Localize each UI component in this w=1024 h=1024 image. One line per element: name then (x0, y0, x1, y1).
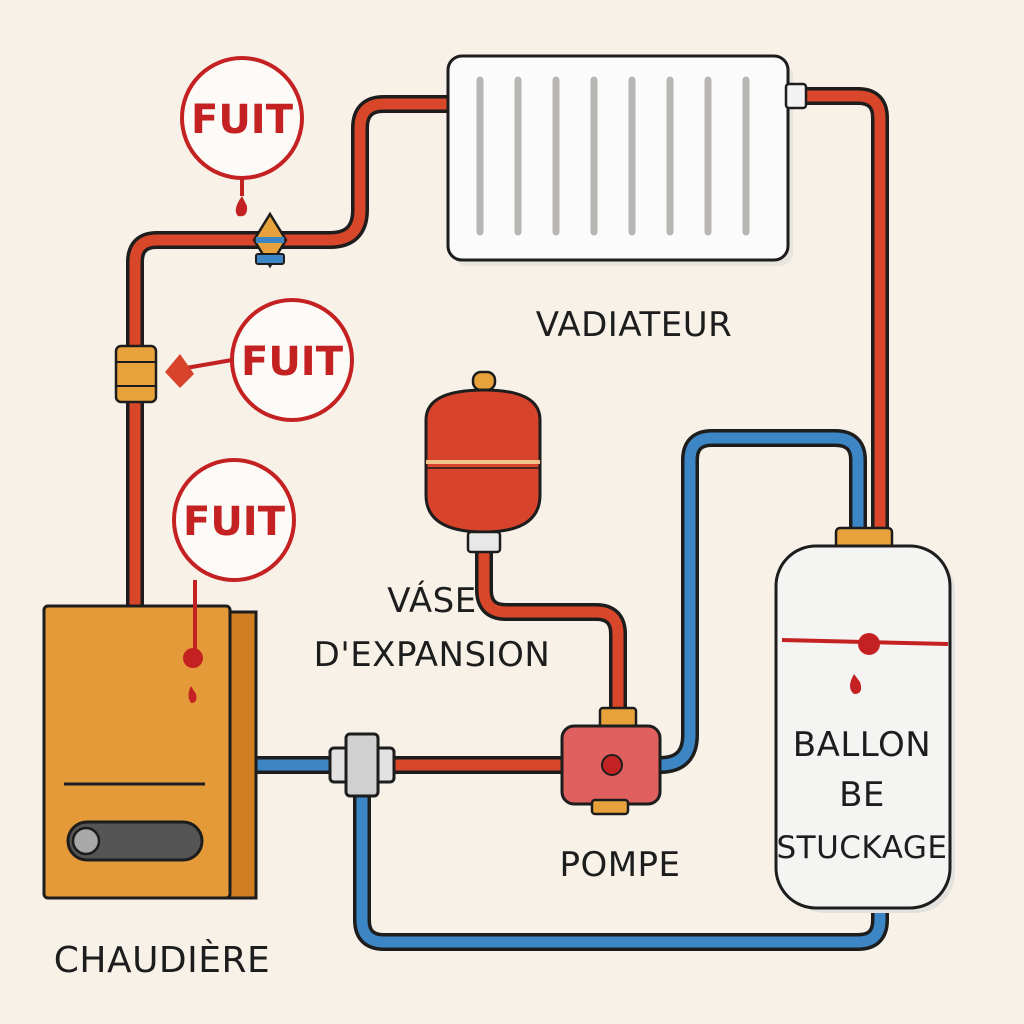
tee-fitting-icon (328, 732, 396, 798)
leak-label: FUIT (191, 97, 294, 143)
cold-pipe-pump-to-tank (654, 432, 864, 771)
radiator-label: VADIATEUR (536, 305, 732, 345)
valve-icon (252, 211, 288, 269)
storage-tank (774, 526, 955, 913)
pump-label: POMPE (559, 845, 680, 885)
leak-drop-icon (235, 196, 248, 217)
leak-label: FUIT (183, 499, 286, 545)
leak-callout-1: FUIT (180, 56, 304, 217)
cold-pipe-bottom-return (356, 784, 886, 948)
hot-pipe-vessel-to-pump-outline (475, 536, 627, 724)
leak-label: FUIT (241, 339, 344, 385)
radiator-outlet-fitting (784, 82, 808, 110)
pipes (126, 87, 889, 951)
expansion-vessel-label-line2: D'EXPANSION (314, 635, 551, 675)
boiler (42, 604, 258, 900)
boiler-label: CHAUDIÈRE (54, 939, 271, 981)
tank-label-line3: STUCKAGE (776, 830, 947, 866)
pump-icon (560, 706, 662, 816)
radiator-fins (476, 76, 750, 236)
hot-pipe-boiler-to-radiator (129, 98, 461, 618)
pipe-coupling (114, 344, 158, 404)
boiler-display (66, 820, 204, 862)
leak-drop-icon (850, 674, 862, 694)
tank-label-line1: BALLON (793, 725, 931, 765)
hot-pipe-vessel-to-pump (478, 539, 624, 721)
leak-drop-icon (183, 648, 203, 703)
expansion-vessel-label-line1: VÁSE (387, 580, 476, 621)
vessel-connector (466, 530, 502, 554)
expansion-vessel (424, 370, 542, 554)
radiator (446, 54, 808, 266)
leak-callout-2: FUIT (165, 298, 354, 422)
tank-label-line2: BE (839, 775, 885, 815)
leak-callout-3: FUIT (172, 458, 296, 650)
leak-drop-icon (165, 354, 194, 388)
hot-pipe-radiator-to-tank (784, 90, 886, 536)
